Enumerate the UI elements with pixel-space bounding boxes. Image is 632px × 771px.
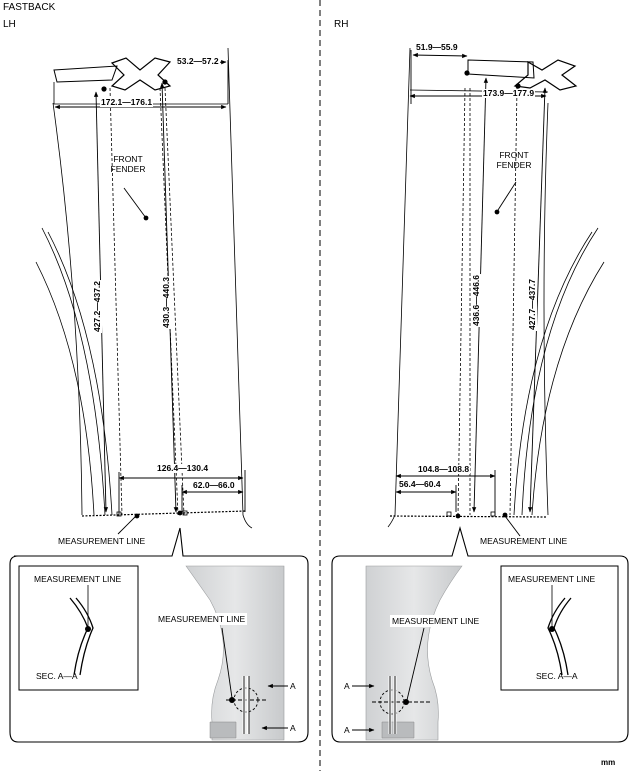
lh-dim-top-small: 53.2—57.2 [176, 56, 220, 66]
rh-dim-vert-left: 436.6—446.6 [471, 273, 482, 328]
rh-photo-measurement-line: MEASUREMENT LINE [390, 615, 482, 627]
rh-arrow-a1: A [344, 681, 350, 691]
rh-side-label: RH [334, 19, 349, 30]
rh-dim-top-small: 51.9—55.9 [415, 42, 459, 52]
lh-dim-bottom-small: 62.0—66.0 [192, 480, 236, 490]
lh-arrow-a1: A [290, 681, 296, 691]
lh-side-label: LH [3, 19, 16, 30]
lh-photo-measurement-line: MEASUREMENT LINE [156, 613, 248, 625]
rh-fender-photo [365, 565, 463, 741]
lh-front-fender-line1: FRONT [113, 154, 143, 164]
rh-photo-marks [352, 627, 430, 734]
rh-fender-drawing [387, 47, 605, 528]
lh-fender-drawing [35, 47, 253, 529]
lh-measurement-line-label: MEASUREMENT LINE [58, 536, 146, 546]
rh-sec-label: SEC. A—A [536, 671, 578, 681]
lh-sec-measurement-line: MEASUREMENT LINE [34, 574, 122, 584]
lh-dimension-lines [54, 60, 246, 535]
rh-dots [455, 70, 521, 519]
lh-dim-bottom-wide: 126.4—130.4 [156, 463, 210, 473]
rh-section-box [500, 565, 619, 691]
lh-front-fender-line2: FENDER [110, 164, 146, 174]
rh-dim-top-width: 173.9—177.9 [482, 88, 536, 98]
rh-dim-vert-right: 427.7—437.7 [527, 277, 538, 332]
variant-title: FASTBACK [3, 2, 56, 13]
rh-front-fender-line1: FRONT [499, 150, 529, 160]
rh-measurement-line-label: MEASUREMENT LINE [480, 536, 568, 546]
units-label: mm [601, 758, 616, 767]
lh-fender-photo [185, 565, 285, 741]
lh-front-fender-label: FRONT FENDER [106, 154, 150, 174]
rh-detail-box [331, 525, 629, 743]
lh-dim-top-width: 172.1—176.1 [100, 97, 154, 107]
lh-sec-label: SEC. A—A [36, 671, 78, 681]
lh-detail-box [9, 527, 309, 743]
rh-dim-bottom-wide: 104.8—108.8 [417, 464, 471, 474]
rh-dim-bottom-small: 56.4—60.4 [398, 479, 442, 489]
lh-arrow-a2: A [290, 723, 296, 733]
lh-section-box [18, 565, 139, 691]
rh-front-fender-line2: FENDER [496, 160, 532, 170]
lh-dots [101, 79, 183, 519]
rh-front-fender-label: FRONT FENDER [492, 150, 536, 170]
rh-arrow-a2: A [344, 725, 350, 735]
lh-photo-marks [221, 627, 288, 734]
lh-dim-vert-mid: 430.3—440.3 [161, 275, 172, 330]
lh-dim-vert-left: 427.2—437.2 [92, 279, 103, 334]
rh-sec-measurement-line: MEASUREMENT LINE [508, 574, 596, 584]
